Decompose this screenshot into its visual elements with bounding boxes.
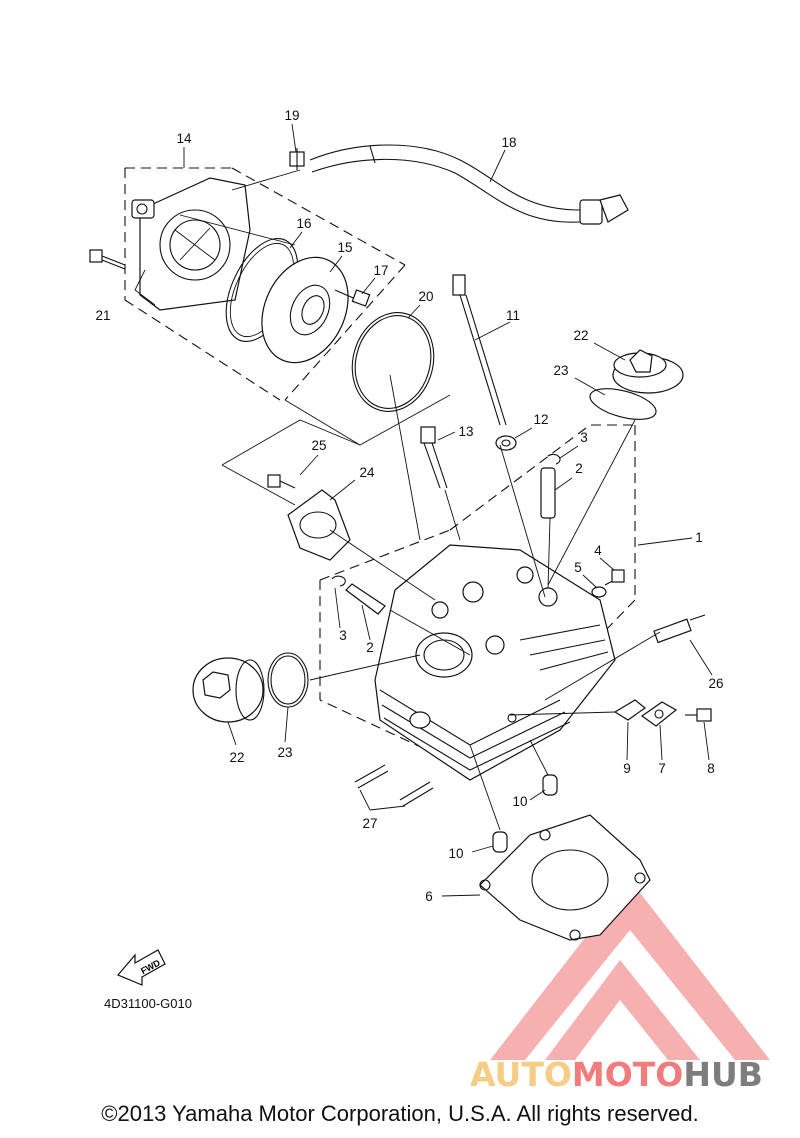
part-number-27: 27 <box>362 816 377 831</box>
part-number-26: 26 <box>708 676 723 691</box>
part-number-14: 14 <box>176 131 192 146</box>
part-number-22-lower: 22 <box>229 750 244 765</box>
part-number-2-upper: 2 <box>575 461 583 476</box>
part-number-5: 5 <box>574 560 582 575</box>
fwd-arrow-icon: FWD <box>117 949 166 986</box>
part-number-23-upper: 23 <box>553 363 568 378</box>
part-20-o-ring <box>351 312 435 412</box>
part-1-cylinder-head <box>374 544 616 781</box>
watermark-part-hub: HUB <box>683 1055 763 1094</box>
part-18-hose <box>309 144 629 225</box>
leader-lines <box>179 123 713 897</box>
part-9-gasket <box>613 699 646 721</box>
part-26-spark-plug <box>653 614 706 644</box>
part-number-8: 8 <box>707 761 715 776</box>
part-2-guide-lower <box>345 583 386 615</box>
part-11-stud <box>452 274 507 426</box>
part-2-guide-upper <box>540 467 556 519</box>
part-number-7: 7 <box>658 761 666 776</box>
part-22-cap-lower <box>192 657 265 723</box>
part-24-bracket <box>287 489 351 561</box>
part-number-19: 19 <box>284 108 299 123</box>
part-12-washer <box>495 435 517 451</box>
part-4-bolt <box>604 569 625 586</box>
part-number-23-lower: 23 <box>277 745 292 760</box>
part-number-20: 20 <box>418 289 433 304</box>
watermark-part-moto: MOTO <box>572 1055 683 1094</box>
part-number-1: 1 <box>695 530 703 545</box>
part-17-bolt <box>334 289 371 307</box>
part-number-6: 6 <box>425 889 433 904</box>
part-21-bolt <box>89 249 126 270</box>
part-22-cap-upper <box>612 349 684 394</box>
part-8-bolt <box>685 708 712 722</box>
part-15-plate <box>261 256 349 364</box>
part-number-13: 13 <box>458 424 473 439</box>
part-5-washer <box>591 586 607 598</box>
part-19-clip <box>289 148 305 170</box>
exploded-parts-diagram: 19 14 18 16 15 17 21 20 11 22 23 12 13 3… <box>89 108 770 1094</box>
part-number-18: 18 <box>501 135 516 150</box>
part-7-plate <box>640 701 678 727</box>
watermark-part-auto: AUTO <box>470 1055 572 1094</box>
part-14-cover <box>131 177 251 311</box>
part-25-bolt <box>267 474 296 489</box>
part-number-16: 16 <box>296 216 311 231</box>
part-13-bolt <box>420 426 448 489</box>
part-number-10-lower: 10 <box>448 846 463 861</box>
part-number-17: 17 <box>373 263 388 278</box>
part-27-studs <box>354 764 434 807</box>
watermark-text: AUTOMOTOHUB <box>470 1055 763 1094</box>
part-number-2-lower: 2 <box>366 640 374 655</box>
watermark-logo <box>490 880 770 1060</box>
part-number-11: 11 <box>506 308 520 323</box>
part-number-labels: 19 14 18 16 15 17 21 20 11 22 23 12 13 3… <box>95 108 723 904</box>
part-number-10-upper: 10 <box>512 794 527 809</box>
part-number-25: 25 <box>311 438 326 453</box>
part-number-21: 21 <box>95 308 110 323</box>
part-23-ring-lower <box>267 652 309 708</box>
part-number-3-upper: 3 <box>580 430 588 445</box>
part-6-head-gasket <box>479 814 651 941</box>
part-23-ring-upper <box>589 388 657 420</box>
part-3-clip-lower <box>331 575 346 587</box>
part-number-12: 12 <box>533 412 548 427</box>
copyright-notice: ©2013 Yamaha Motor Corporation, U.S.A. A… <box>101 1101 699 1126</box>
assembly-group-lines <box>124 167 636 771</box>
diagram-code: 4D31100-G010 <box>104 996 192 1011</box>
part-3-clip-upper <box>547 453 561 465</box>
part-number-22-upper: 22 <box>573 328 588 343</box>
part-number-24: 24 <box>359 465 375 480</box>
part-number-15: 15 <box>337 240 352 255</box>
part-10-dowel-upper <box>542 774 558 796</box>
part-number-4: 4 <box>594 543 602 558</box>
part-number-3-lower: 3 <box>339 628 347 643</box>
part-10-dowel-lower <box>492 831 508 853</box>
part-number-9: 9 <box>623 761 631 776</box>
